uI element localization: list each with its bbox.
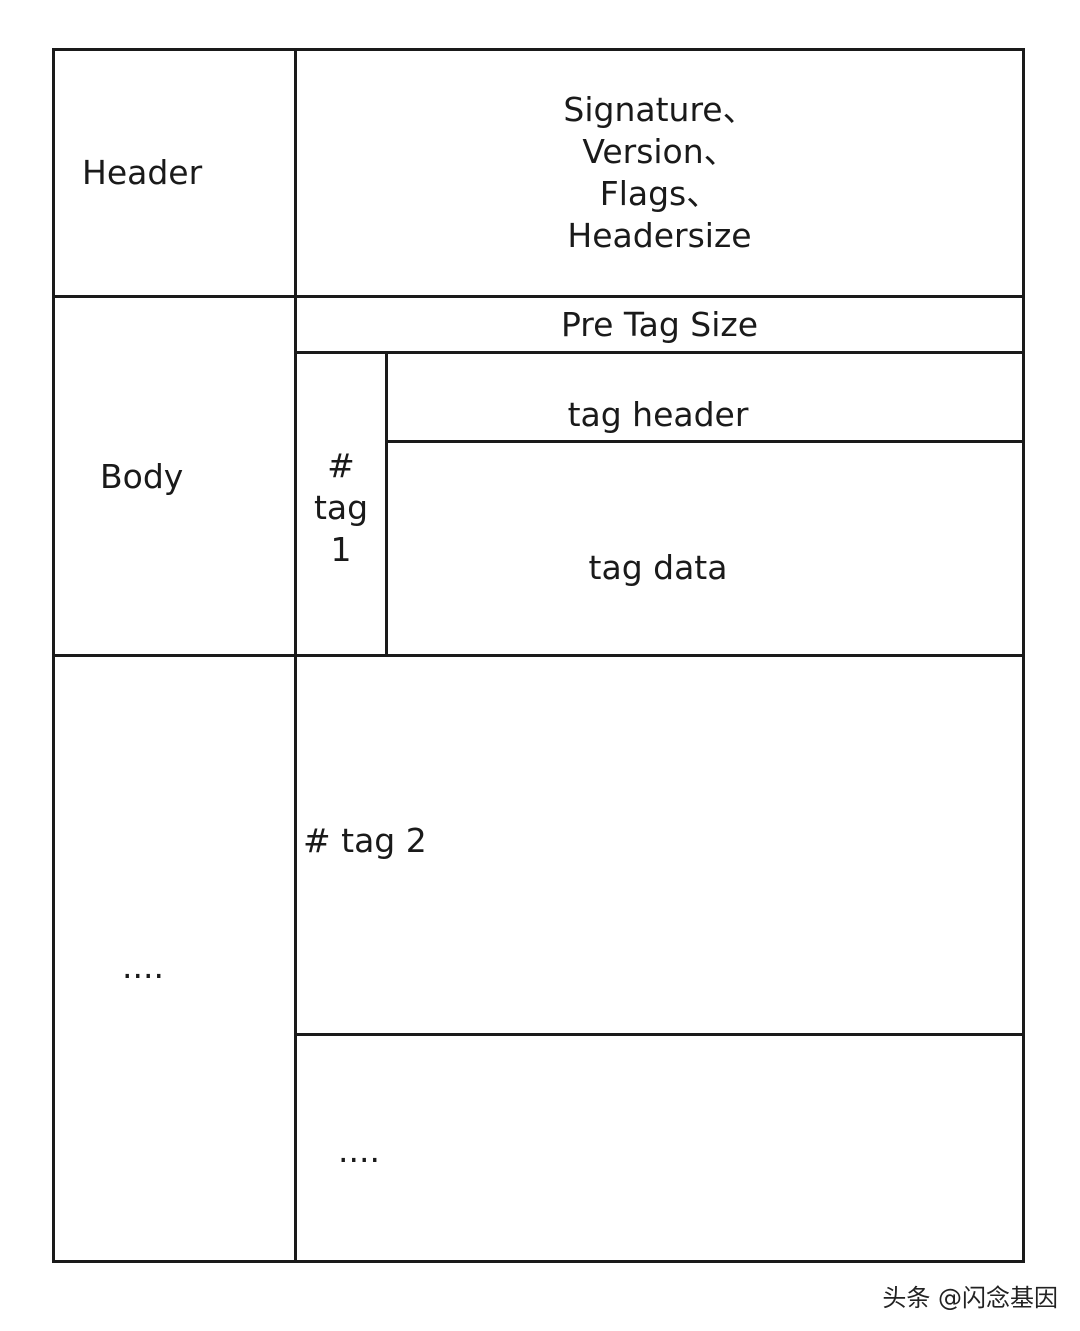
body-more-divider xyxy=(52,654,1025,657)
tag1-label: # tag 1 xyxy=(313,446,369,569)
tag-header-divider xyxy=(385,440,1022,443)
tag2-divider xyxy=(294,1033,1025,1036)
more-tags-label: .... xyxy=(338,1131,380,1170)
more-label: .... xyxy=(122,947,164,986)
outer-bottom-border xyxy=(52,1260,1025,1263)
watermark: 头条 @闪念基因 xyxy=(882,1284,1058,1312)
tag1-column-divider xyxy=(385,351,388,657)
pre-tag-size-divider xyxy=(294,351,1025,354)
header-field-flags: Flags、 xyxy=(599,174,720,213)
header-label: Header xyxy=(82,153,203,192)
header-field-version: Version、 xyxy=(582,132,737,171)
pre-tag-size-label: Pre Tag Size xyxy=(560,305,759,344)
body-label: Body xyxy=(100,457,184,496)
tag2-label: # tag 2 xyxy=(303,821,427,860)
header-field-headersize: Headersize xyxy=(567,216,752,255)
header-field-signature: Signature、 xyxy=(563,90,756,129)
tag-header-label: tag header xyxy=(567,395,749,434)
header-fields: Signature、 Version、 Flags、 Headersize xyxy=(297,88,1022,258)
tag-data-label: tag data xyxy=(588,548,728,587)
header-body-divider xyxy=(52,295,1025,298)
outer-top-border xyxy=(52,48,1025,51)
